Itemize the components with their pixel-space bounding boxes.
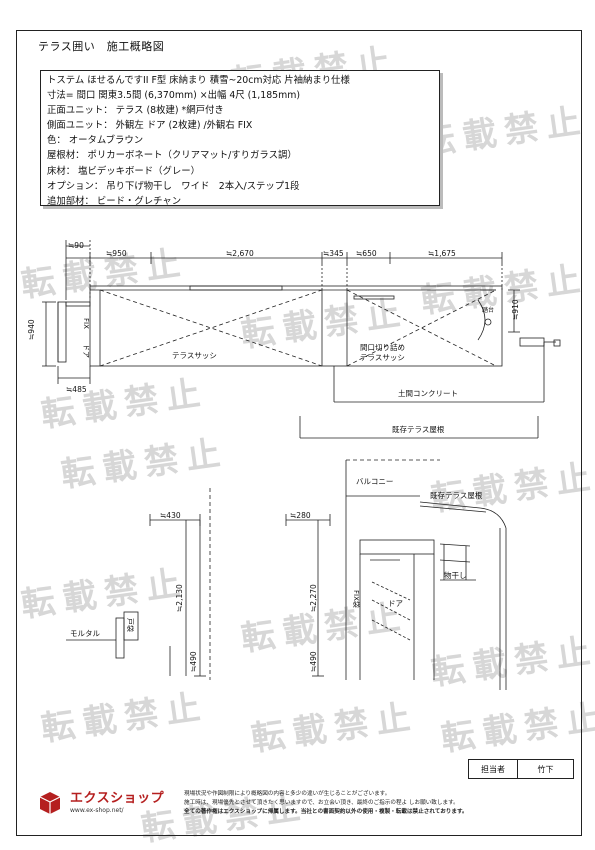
- label-laundry: 物干し: [444, 570, 467, 580]
- notice-line: 施工時は、現場優先とさせて頂きたく思いますので、お立会い頂き、最終のご指示の程よ…: [184, 800, 459, 806]
- drawing-frame: [16, 30, 582, 836]
- notice-line: 全ての著作権はエクスショップに帰属します。当社との書面契約以外の使用・複製・転載…: [184, 809, 468, 815]
- box-logo-icon: [39, 792, 61, 814]
- spec-line: 側面ユニット： 外観左 ドア (2枚建) /外観右 FIX: [47, 120, 253, 132]
- label-sash: テラスサッシ: [360, 353, 405, 362]
- spec-line: 色： オータムブラウン: [47, 135, 144, 147]
- staff-table: 担当者 竹下: [468, 759, 574, 779]
- label-balcony: バルコニー: [356, 477, 393, 486]
- label-fix: FIX: [82, 318, 90, 329]
- dim-text: ≒280: [290, 511, 311, 520]
- notice-line: 現場状況や作図制限により概略図の内容と多少の違いが生じることがございます。: [184, 791, 391, 797]
- dim-text: ≒490: [189, 651, 198, 672]
- dim-text: ≒1,675: [428, 249, 456, 258]
- plan-view: [42, 240, 561, 439]
- dim-text: ≒2,130: [175, 584, 184, 612]
- dim-text: ≒345: [323, 249, 344, 258]
- brand-url: www.ex-shop.net/: [70, 807, 124, 814]
- dim-text: ≒940: [27, 319, 36, 340]
- dim-text: ≒485: [66, 385, 87, 394]
- right-elevation: [285, 459, 507, 690]
- spec-line: 屋根材： ポリカーボネート（クリアマット/すりガラス調）: [47, 150, 297, 162]
- spec-line: 追加部材： ビード・グレチャン: [47, 195, 182, 207]
- brand-logo: エクスショップ www.ex-shop.net/: [34, 786, 164, 822]
- left-elevation: [66, 488, 211, 680]
- label-roof: 既存テラス屋根: [430, 490, 483, 500]
- label-sash: 間口切り詰め: [360, 342, 405, 352]
- spec-line: トステム ほせるんですII F型 床納まり 積雪~20cm対応 片袖納まり仕様: [47, 75, 350, 86]
- staff-label: 担当者: [469, 760, 518, 778]
- spec-line: オプション： 吊り下げ物干し ワイド 2本入/ステップ1段: [47, 180, 300, 192]
- spec-line: 床材： 塩ビデッキボード（グレー）: [47, 165, 200, 177]
- dim-text: ≒490: [309, 651, 318, 672]
- dim-text: ≒2,270: [309, 584, 318, 612]
- dim-text: ≒430: [160, 511, 181, 520]
- staff-name: 竹下: [537, 764, 554, 774]
- dim-text: ≒650: [356, 249, 377, 258]
- dim-text: ≒90: [68, 241, 84, 250]
- dim-text: ≒910: [511, 299, 520, 320]
- dim-text: ≒950: [106, 249, 127, 258]
- spec-box: トステム ほせるんですII F型 床納まり 積雪~20cm対応 片袖納まり仕様 …: [40, 70, 440, 207]
- label-door-pocket: 戸袋: [126, 618, 135, 632]
- label-sash: テラスサッシ: [172, 351, 217, 360]
- brand-name: エクスショップ: [70, 791, 165, 806]
- label-mortar: モルタル: [70, 629, 100, 638]
- label-fix: FIX袋: [352, 590, 361, 608]
- label-concrete: 土間コンクリート: [398, 388, 458, 398]
- spec-line: 正面ユニット： テラス (8枚建) *網戸付き: [47, 105, 224, 117]
- label-step: 踏台: [482, 306, 494, 314]
- spec-line: 寸法= 間口 関東3.5間 (6,370mm) ×出幅 4尺 (1,185mm): [47, 90, 301, 102]
- label-door: ドア: [82, 344, 90, 358]
- dim-text: ≒2,670: [226, 249, 254, 258]
- copyright-notice: 現場状況や作図制限により概略図の内容と多少の違いが生じることがございます。 施工…: [184, 790, 574, 817]
- label-roof: 既存テラス屋根: [392, 424, 445, 434]
- page-title: テラス囲い 施工概略図: [38, 40, 165, 53]
- label-door: ドア: [388, 599, 403, 608]
